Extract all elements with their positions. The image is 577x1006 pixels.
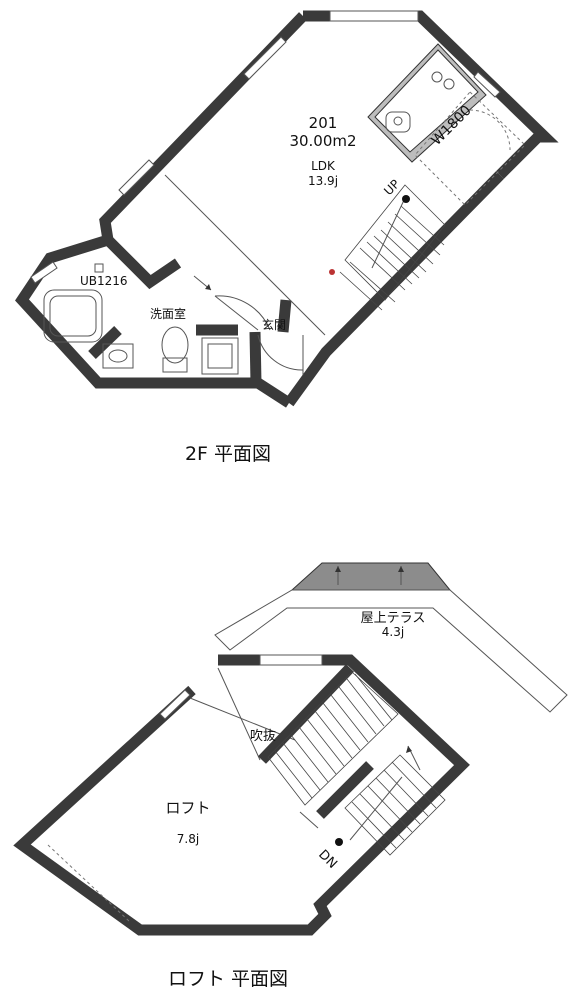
window-northwest: [243, 36, 287, 80]
unit-number: 201: [309, 114, 338, 132]
stair-2f: [339, 184, 446, 311]
ldk-label: LDK: [311, 159, 336, 173]
window-bath: [30, 261, 58, 284]
washing-machine: [201, 337, 239, 375]
window-top: [329, 10, 419, 22]
floor2-outer-wall-east: [284, 171, 504, 407]
terrace-label: 屋上テラス: [361, 611, 426, 626]
partition-bath: [104, 236, 182, 290]
floor2-title: 2F 平面図: [185, 443, 271, 465]
floor2-plan: 201 30.00m2 LDK 13.9j W1800 UP UB1216 洗面…: [15, 10, 559, 465]
door-swing-entrance: [257, 334, 304, 371]
bath-fixture: [94, 263, 104, 273]
partition-hall: [277, 299, 292, 333]
loft-title: ロフト 平面図: [168, 968, 288, 990]
stair-dot: [329, 269, 335, 275]
dn-label: DN: [315, 847, 340, 872]
terrace-outline: [214, 589, 568, 713]
fridge-outline: [414, 91, 526, 206]
stove-burner: [431, 71, 443, 83]
stair-loft: [267, 671, 399, 806]
ldk-size: 13.9j: [308, 174, 338, 188]
loft-label: ロフト: [165, 799, 210, 817]
wash-bowl: [108, 349, 128, 363]
loft-outer-wall: [13, 654, 470, 936]
partition-entrance: [249, 331, 262, 384]
loft-window-west: [159, 689, 191, 720]
loft-size: 7.8j: [177, 832, 199, 846]
bathtub: [43, 289, 103, 343]
window-ne: [473, 71, 501, 98]
rail: [299, 811, 319, 829]
sink-drain: [393, 116, 403, 126]
loft-window-top: [259, 654, 323, 666]
window-west: [118, 159, 155, 196]
washing-machine-inner: [207, 343, 233, 369]
door-swing-wash: [214, 295, 271, 331]
dn-dot: [335, 838, 343, 846]
unit-area: 30.00m2: [289, 132, 356, 150]
eaves-line: [47, 844, 131, 923]
stair-wall-low: [316, 761, 374, 819]
stove-burner: [443, 78, 455, 90]
storage-arc: [469, 109, 511, 151]
void-diagonal: [217, 667, 261, 761]
stair-wall: [258, 664, 354, 764]
door-leaf-wash: [214, 295, 259, 331]
ldk-divider: [164, 174, 326, 336]
bathtub-inner: [49, 295, 97, 337]
bath-label: UB1216: [80, 274, 128, 288]
washroom-label: 洗面室: [150, 306, 186, 321]
roof-band: [290, 562, 452, 591]
up-dot: [402, 195, 410, 203]
void-label: 吹抜: [250, 728, 276, 744]
partition-bath-wash: [88, 326, 122, 359]
entry-arrow-head: [205, 284, 211, 290]
toilet-tank: [162, 357, 188, 373]
sink-icon: [385, 111, 411, 133]
kitchen-top: [374, 49, 479, 153]
terrace-size: 4.3j: [382, 625, 404, 639]
up-label: UP: [381, 177, 402, 198]
toilet: [161, 326, 189, 364]
void-diagonal: [189, 697, 296, 741]
wash-basin: [102, 343, 134, 369]
loft-plan: 屋上テラス 4.3j 吹抜 ロフト 7.8j DN ロフト 平面図: [13, 562, 568, 990]
entrance-label: 玄関: [262, 317, 286, 332]
stair-loft-lower: [344, 745, 446, 856]
